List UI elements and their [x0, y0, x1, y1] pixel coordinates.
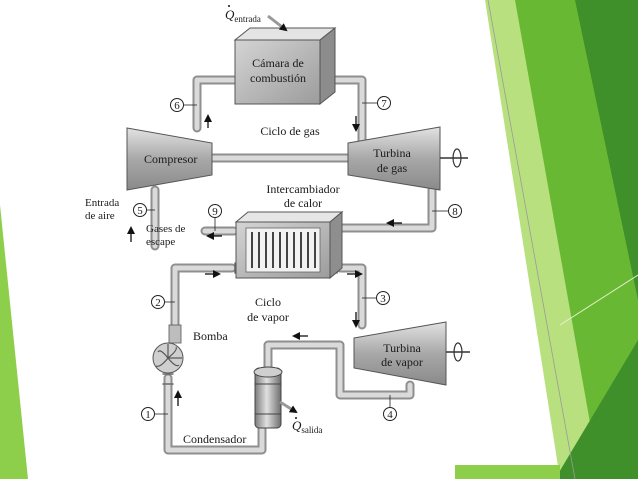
- gas-cycle-label: Ciclo de gas: [260, 124, 320, 138]
- heat-exchanger-label-2: de calor: [284, 196, 322, 210]
- state-5-label: 5: [137, 205, 143, 217]
- condenser-label: Condensador: [183, 432, 246, 446]
- green-band-right-dark: [575, 0, 638, 300]
- pump: Bomba: [152, 324, 228, 374]
- flow-arrows: [127, 114, 402, 406]
- air-inlet-label-1: Entrada: [85, 197, 119, 209]
- heat-out-arrow: [279, 400, 298, 414]
- heat-in: Qentrada: [225, 5, 288, 32]
- combustion-label-2: combustión: [250, 71, 306, 85]
- state-2: 2: [151, 295, 175, 309]
- state-2-label: 2: [155, 297, 161, 309]
- heat-in-subscript: entrada: [234, 14, 260, 24]
- state-4: 4: [383, 395, 397, 421]
- gas-turbine: Turbina de gas: [347, 126, 468, 191]
- state-6: 6: [170, 98, 197, 112]
- state-1: 1: [141, 407, 168, 421]
- accent-line-2: [559, 274, 638, 326]
- state-5: 5: [133, 203, 155, 217]
- heat-in-arrow: [267, 14, 288, 32]
- steam-cycle-label-1: Ciclo: [255, 295, 281, 309]
- heat-exchanger-label-1: Intercambiador: [266, 182, 339, 196]
- steam-turbine-label-1: Turbina: [383, 341, 421, 355]
- exhaust-label-2: escape: [146, 236, 175, 248]
- steam-cycle-label-2: de vapor: [247, 310, 289, 324]
- pump-label: Bomba: [193, 329, 228, 343]
- compressor-label: Compresor: [144, 152, 197, 166]
- heat-exchanger-tubes: [251, 232, 316, 268]
- gas-turbine-label-1: Turbina: [373, 146, 411, 160]
- combustion-label-1: Cámara de: [252, 56, 304, 70]
- pump-impeller-icon: [155, 344, 182, 367]
- state-7: 7: [362, 96, 391, 110]
- state-8: 8: [432, 204, 462, 218]
- green-band-bottom: [455, 465, 560, 479]
- state-3: 3: [362, 291, 390, 305]
- compressor: Compresor: [126, 127, 213, 191]
- state-6-label: 6: [174, 100, 180, 112]
- air-inlet-label-2: de aire: [85, 210, 115, 222]
- heat-out-symbol: Qsalida: [292, 418, 322, 435]
- condenser: Qsalida Condensador: [183, 366, 322, 446]
- accent-line: [487, 0, 576, 479]
- heat-in-symbol: Qentrada: [225, 7, 261, 24]
- heat-out-subscript: salida: [301, 425, 322, 435]
- state-4-label: 4: [387, 409, 393, 421]
- steam-turbine-label-2: de vapor: [381, 355, 423, 369]
- combustion-chamber: Cámara de combustión: [233, 26, 337, 106]
- state-3-label: 3: [380, 293, 386, 305]
- exhaust-label-1: Gases de: [146, 223, 186, 235]
- state-7-label: 7: [381, 98, 387, 110]
- gas-turbine-label-2: de gas: [377, 161, 408, 175]
- green-band-left: [0, 205, 28, 479]
- rotation-icon: [452, 148, 462, 168]
- rotation-icon-2: [453, 342, 463, 362]
- state-8-label: 8: [452, 206, 458, 218]
- steam-turbine: Turbina de vapor: [353, 321, 470, 386]
- state-9-label: 9: [212, 206, 218, 218]
- heat-exchanger: Intercambiador de calor: [234, 182, 344, 280]
- state-markers: 1 2 3 4 5 6 7: [133, 96, 462, 421]
- state-1-label: 1: [145, 409, 151, 421]
- state-9: 9: [208, 204, 222, 231]
- green-band-right-corner: [555, 340, 638, 479]
